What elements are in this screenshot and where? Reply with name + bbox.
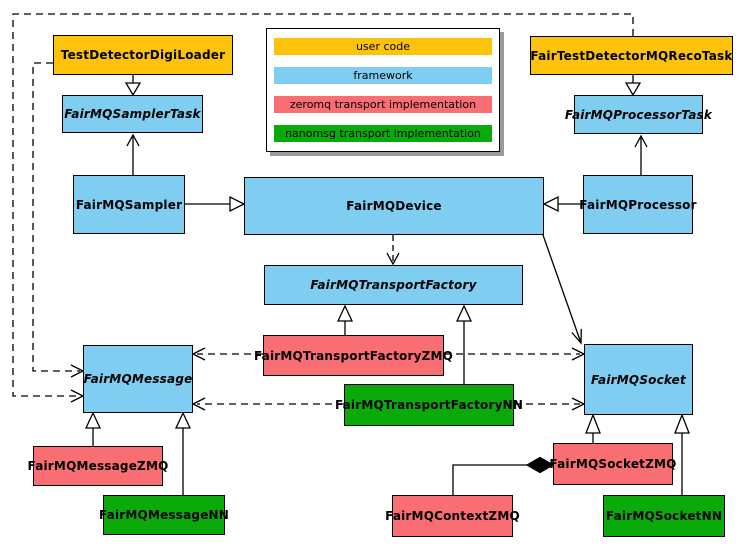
arrowhead-triangle — [174, 411, 192, 429]
arrowhead-open — [126, 133, 140, 147]
node-fairmq-sampler: FairMQSampler — [73, 175, 185, 234]
arrowhead-triangle — [455, 304, 473, 322]
node-fairmq-processor-task: FairMQProcessorTask — [565, 95, 712, 134]
arrowhead-triangle — [84, 411, 102, 429]
node-fairmq-processor: FairMQProcessor — [579, 175, 697, 234]
edge-context-sockzmq — [452, 464, 528, 495]
arrowhead-open — [386, 252, 400, 266]
edge-digiloader-message — [32, 62, 80, 372]
composition-diamond — [525, 456, 555, 474]
arrowhead-triangle — [624, 82, 642, 97]
node-fairmq-transport-factory: FairMQTransportFactory — [264, 265, 523, 305]
arrowhead-triangle — [229, 195, 246, 213]
node-fairmq-context-zmq: FairMQContextZMQ — [385, 495, 520, 537]
node-test-detector-digi-loader: TestDetectorDigiLoader — [53, 35, 233, 75]
node-fairmq-message-nn: FairMQMessageNN — [99, 495, 229, 535]
node-fairmq-message-zmq: FairMQMessageZMQ — [28, 446, 168, 486]
node-fairmq-device: FairMQDevice — [244, 177, 544, 235]
arrowhead-triangle — [336, 304, 354, 322]
arrowhead-open — [191, 347, 206, 361]
arrowhead-open — [191, 397, 206, 411]
legend-item-nanomsg: nanomsg transport implementation — [274, 125, 492, 142]
legend-item-user-code: user code — [274, 38, 492, 55]
node-fairmq-sampler-task: FairMQSamplerTask — [62, 95, 203, 133]
node-fairmq-socket: FairMQSocket — [584, 344, 693, 415]
node-fairmq-transport-factory-zmq: FairMQTransportFactoryZMQ — [254, 335, 453, 376]
node-fairmq-socket-nn: FairMQSocketNN — [603, 495, 725, 537]
node-fair-test-detector-mq-reco-task: FairTestDetectorMQRecoTask — [530, 36, 733, 75]
arrowhead-open — [571, 328, 582, 345]
arrowhead-triangle — [542, 195, 559, 213]
node-fairmq-message: FairMQMessage — [83, 345, 193, 413]
arrowhead-triangle — [585, 413, 601, 434]
edge-recotask-message — [12, 13, 634, 397]
node-fairmq-transport-factory-nn: FairMQTransportFactoryNN — [335, 384, 523, 426]
legend: user code framework zeromq transport imp… — [266, 28, 500, 152]
arrowhead-triangle — [124, 82, 142, 97]
legend-item-zeromq: zeromq transport implementation — [274, 96, 492, 113]
legend-item-framework: framework — [274, 67, 492, 84]
node-fairmq-socket-zmq: FairMQSocketZMQ — [549, 443, 676, 485]
edge-device-socket — [542, 234, 582, 344]
arrowhead-triangle — [674, 413, 690, 434]
arrowhead-open — [634, 134, 648, 148]
